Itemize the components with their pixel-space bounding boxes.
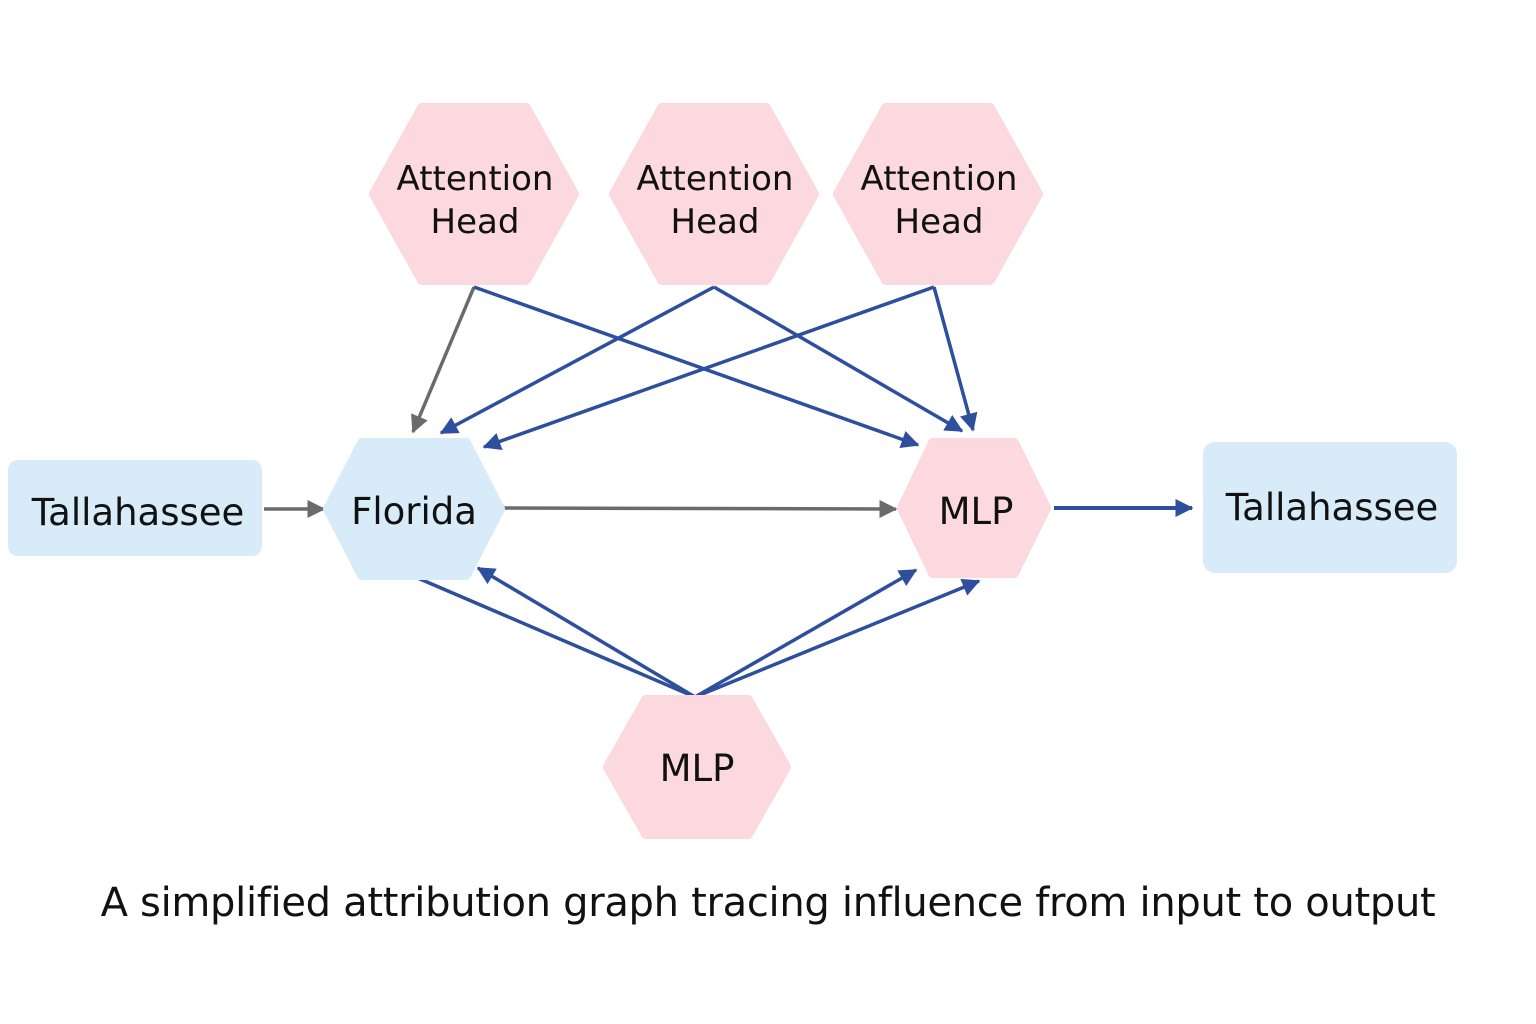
node-input-token: Tallahassee <box>8 460 262 556</box>
node-florida: Florida <box>323 438 505 580</box>
node-mlp-center: MLP <box>897 438 1051 578</box>
attention-head-2-label-line1: Attention <box>637 159 794 199</box>
attention-head-3-hexagon <box>833 103 1043 285</box>
diagram-caption: A simplified attribution graph tracing i… <box>100 880 1436 926</box>
output-token-box <box>1203 442 1457 573</box>
node-output-token: Tallahassee <box>1203 442 1457 573</box>
attention-head-1-label-line1: Attention <box>397 159 554 199</box>
attention-head-1-label-line2: Head <box>431 202 520 242</box>
node-mlp-bottom: MLP <box>603 695 791 839</box>
edges <box>264 285 1194 699</box>
node-attention-head-2: Attention Head <box>609 103 819 285</box>
florida-label: Florida <box>351 490 477 533</box>
edge-attention-head-3-to-florida <box>482 285 935 450</box>
mlp-center-hexagon <box>897 438 1051 578</box>
edge-attention-head-2-to-florida <box>439 285 715 435</box>
attention-head-1-hexagon <box>369 103 579 285</box>
attention-head-2-label-line2: Head <box>671 202 760 242</box>
mlp-bottom-hexagon <box>603 695 791 839</box>
attention-head-3-label-line1: Attention <box>861 159 1018 199</box>
edge-attention-head-3-to-mlp-center <box>932 286 978 432</box>
attention-head-2-hexagon <box>609 103 819 285</box>
edge-mlp-bottom-to-florida <box>476 566 696 699</box>
attention-head-3-label-line2: Head <box>895 202 984 242</box>
edge-mlp-bottom-to-mlp-center-a <box>694 568 918 699</box>
output-token-label: Tallahassee <box>1225 486 1439 529</box>
node-attention-head-1: Attention Head <box>369 103 579 285</box>
edge-attention-head-1-to-florida <box>411 286 476 434</box>
mlp-center-label: MLP <box>939 490 1014 533</box>
edge-mlp-bottom-to-mlp-center-b <box>694 578 981 699</box>
florida-hexagon <box>323 438 505 580</box>
edge-florida-to-mlp-center <box>501 499 898 518</box>
edge-attention-head-1-to-mlp-center <box>473 285 920 448</box>
edge-attention-head-2-to-mlp-center <box>713 285 964 433</box>
input-token-label: Tallahassee <box>31 491 245 534</box>
node-attention-head-3: Attention Head <box>833 103 1043 285</box>
edge-florida-to-mlp-bottom <box>412 574 696 699</box>
input-token-box <box>8 460 262 556</box>
mlp-bottom-label: MLP <box>660 747 735 790</box>
